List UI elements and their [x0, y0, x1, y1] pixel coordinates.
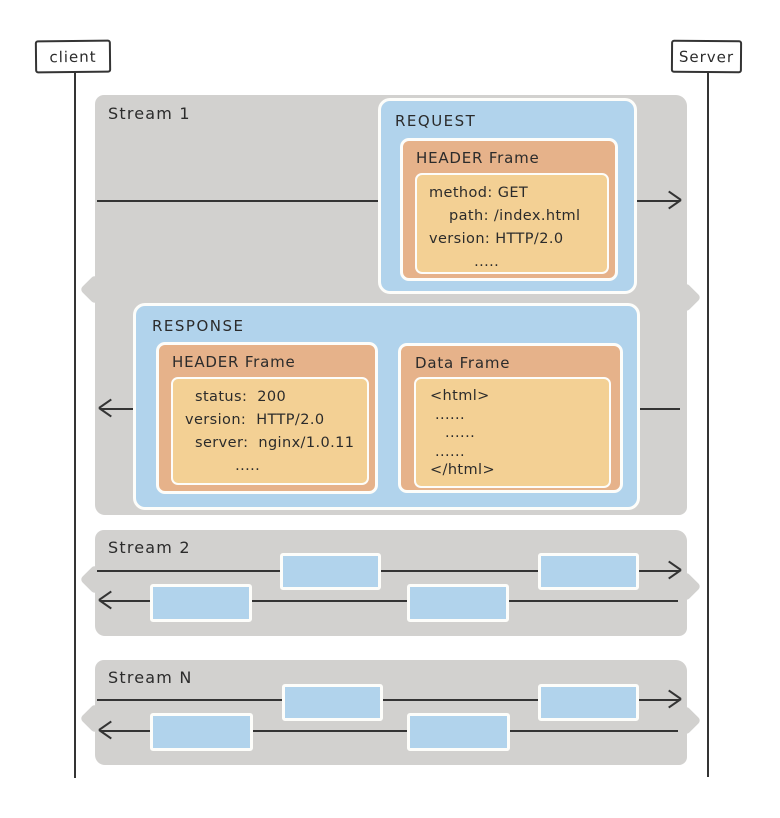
- streamN-left-notch: [79, 703, 110, 734]
- data-line: <html>: [430, 388, 490, 404]
- stream2-frame: [407, 584, 509, 622]
- request-line: .....: [429, 254, 500, 270]
- response-line: version: HTTP/2.0: [185, 412, 325, 428]
- request-box: REQUEST HEADER Frame method: GET path: /…: [378, 98, 637, 294]
- stream1-label: Stream 1: [108, 104, 191, 123]
- response-data-frame: Data Frame <html> ...... ...... ...... <…: [398, 343, 623, 493]
- request-line: method: GET: [429, 185, 529, 201]
- server-lifeline: [707, 69, 709, 777]
- stream2-response-arrow: [100, 600, 678, 602]
- client-label: client: [49, 47, 97, 66]
- response-line: .....: [185, 458, 261, 474]
- client-node: client: [34, 39, 112, 74]
- client-lifeline: [74, 69, 76, 778]
- data-line: </html>: [430, 462, 496, 478]
- streamN-response-arrow: [100, 730, 678, 732]
- request-line: path: /index.html: [429, 208, 581, 224]
- stream2-right-notch: [671, 571, 702, 602]
- stream2-frame: [150, 584, 252, 622]
- stream2-frame: [280, 553, 381, 590]
- server-label: Server: [678, 47, 735, 66]
- streamN-request-arrow: [97, 699, 680, 701]
- response-data-frame-body: <html> ...... ...... ...... </html>: [414, 377, 611, 488]
- stream1-right-notch: [671, 282, 702, 313]
- stream2-label: Stream 2: [108, 538, 191, 557]
- streamN-frame: [282, 684, 383, 721]
- stream2-frame: [538, 553, 639, 590]
- response-label: RESPONSE: [152, 317, 245, 335]
- stream2-request-arrow: [97, 570, 680, 572]
- response-data-frame-label: Data Frame: [415, 354, 511, 372]
- request-header-frame-label: HEADER Frame: [416, 149, 540, 167]
- request-header-frame-body: method: GET path: /index.html version: H…: [415, 173, 609, 274]
- request-label: REQUEST: [395, 112, 477, 130]
- response-header-frame-label: HEADER Frame: [172, 353, 296, 371]
- data-line: ......: [430, 443, 466, 460]
- streamN-frame: [150, 713, 253, 751]
- streamN-frame: [538, 684, 639, 721]
- response-header-frame: HEADER Frame status: 200 version: HTTP/2…: [156, 342, 378, 494]
- streamN-frame: [407, 713, 510, 751]
- response-line: status: 200: [185, 389, 287, 405]
- streamN-label: Stream N: [108, 668, 193, 687]
- request-line: version: HTTP/2.0: [429, 231, 564, 247]
- response-line: server: nginx/1.0.11: [185, 435, 355, 451]
- data-line: ......: [430, 425, 476, 441]
- response-header-frame-body: status: 200 version: HTTP/2.0 server: ng…: [171, 377, 369, 485]
- data-line: ......: [430, 406, 466, 423]
- server-node: Server: [670, 39, 743, 74]
- response-box: RESPONSE HEADER Frame status: 200 versio…: [133, 303, 640, 510]
- stream1-left-notch: [79, 274, 110, 305]
- request-header-frame: HEADER Frame method: GET path: /index.ht…: [400, 138, 618, 281]
